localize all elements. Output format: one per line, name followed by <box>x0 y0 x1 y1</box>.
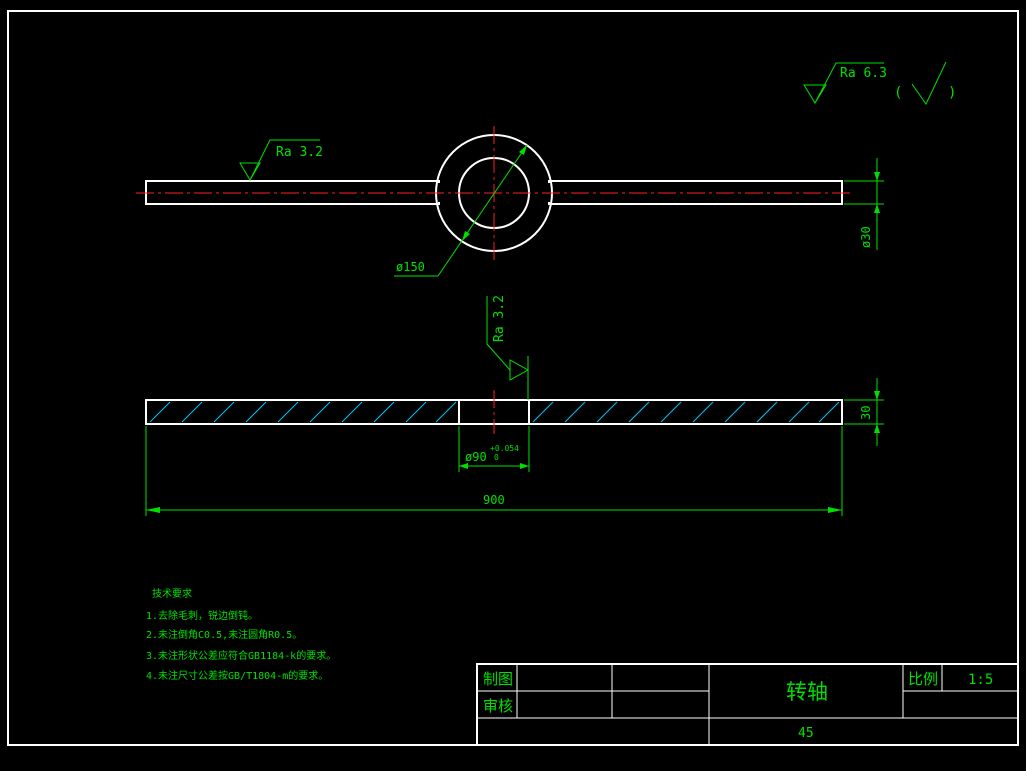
drawn-by-label: 制图 <box>483 670 513 688</box>
scale-label: 比例 <box>908 670 938 688</box>
ring-diameter-label: ø150 <box>396 260 425 274</box>
bore-tolerance-upper: +0.054 <box>490 444 519 453</box>
material-value: 45 <box>798 726 814 741</box>
checked-by-label: 审核 <box>483 697 513 715</box>
tech-requirements: 技术要求 1.去除毛刺，锐边倒钝。 2.未注倒角C0.5,未注圆角R0.5。 3… <box>146 587 336 682</box>
hatch-right <box>532 401 840 423</box>
side-view: Ra 3.2 ø90 +0.054 0 900 30 <box>145 295 884 516</box>
roughness-bracket-close: ) <box>948 85 956 101</box>
side-thickness-label: 30 <box>859 406 873 420</box>
global-roughness-label: Ra 6.3 <box>840 66 887 81</box>
tech-requirement-3: 3.未注形状公差应符合GB1184-k的要求。 <box>146 649 336 662</box>
tech-requirement-4: 4.未注尺寸公差按GB/T1804-m的要求。 <box>146 669 328 682</box>
top-view: Ra 3.2 ø150 ø30 <box>136 126 884 277</box>
tech-requirements-title: 技术要求 <box>152 587 192 600</box>
global-roughness-symbol: Ra 6.3 ( ) <box>803 61 956 105</box>
roughness-bracket-open: ( <box>894 85 902 101</box>
bore-diameter-label: ø90 <box>465 450 487 464</box>
top-thickness-label: ø30 <box>859 226 873 248</box>
side-roughness-label: Ra 3.2 <box>492 295 507 342</box>
scale-value: 1:5 <box>968 672 993 688</box>
tech-requirement-1: 1.去除毛刺，锐边倒钝。 <box>146 609 258 622</box>
part-name: 转轴 <box>786 680 828 704</box>
top-roughness-label: Ra 3.2 <box>276 145 323 160</box>
tech-requirement-2: 2.未注倒角C0.5,未注圆角R0.5。 <box>146 628 302 641</box>
overall-length-label: 900 <box>483 493 505 507</box>
title-block: 制图 审核 转轴 比例 1:5 45 <box>476 663 1019 746</box>
bore-tolerance-lower: 0 <box>494 453 499 462</box>
hatch-left <box>149 401 457 423</box>
